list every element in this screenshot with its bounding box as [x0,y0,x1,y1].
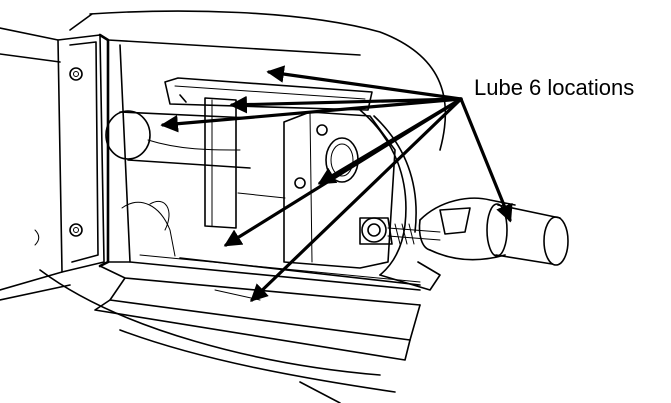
arrow-lower-rail [223,97,463,247]
cam-plate [359,109,441,291]
cable [121,192,286,257]
lube-leader-arrows [160,65,513,302]
arrow-left-pin [160,97,463,133]
right-lever [418,197,569,266]
arrow-right-handle [459,97,513,223]
arrow-top-housing [266,65,463,101]
left-frame-plate [0,27,105,301]
inner-enclosure [94,33,421,361]
arrow-latch-bar [229,95,463,114]
pivot-bolt [359,217,441,245]
left-pin [105,110,251,169]
arrow-floor [250,97,463,302]
lube-locations-label: Lube 6 locations [474,75,635,100]
